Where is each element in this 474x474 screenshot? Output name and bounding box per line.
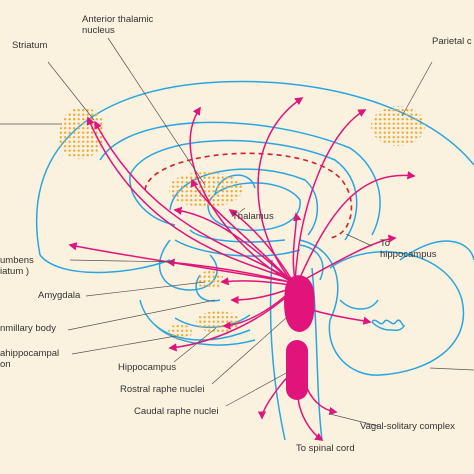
- projection-arrows: [68, 97, 416, 441]
- label-anterior-thalamic-line1: Anterior thalamic: [82, 14, 154, 25]
- leader-anterior-thalamic: [107, 37, 206, 186]
- label-mammillary-body: nmillary body: [0, 323, 56, 334]
- dashed-projection-arc: [144, 152, 353, 239]
- label-caudal-raphe-nuclei: Caudal raphe nuclei: [134, 406, 219, 417]
- brainstem-back: [311, 267, 323, 441]
- projection-to-parietal: [297, 171, 416, 283]
- rostral-raphe-nucleus: [284, 275, 315, 332]
- projection-to-vagal: [303, 379, 338, 416]
- leader-cerebellum: [429, 367, 474, 371]
- label-accumbens-line2: iatum ): [0, 266, 30, 277]
- leader-parahippocampal: [71, 335, 177, 355]
- projection-to-mammillary: [230, 287, 293, 305]
- label-striatum: Striatum: [12, 40, 48, 51]
- parahippocampal-nucleus: [168, 324, 192, 340]
- projection-to-thalamus: [228, 209, 293, 281]
- projection-to-basal-forebrain: [166, 258, 291, 283]
- nuclei: [58, 106, 425, 340]
- projection-to-hippocampal-formation: [222, 289, 293, 330]
- leader-hippocampus: [173, 327, 217, 363]
- projection-to-amygdala: [220, 277, 291, 286]
- leader-accumbens: [69, 259, 176, 263]
- label-to-hippocampus: To hippocampus: [380, 238, 437, 260]
- leader-vagal: [329, 413, 379, 427]
- label-parahippocampal-line2: on: [0, 359, 11, 370]
- corpus-callosum-lower: [129, 139, 358, 241]
- label-nucleus-accumbens: umbens iatum ): [0, 255, 34, 277]
- projection-to-striatum: [86, 116, 293, 281]
- label-parahippocampal-region: ahippocampal on: [0, 348, 59, 370]
- brainstem-pons: [299, 239, 339, 321]
- cerebellum-outline: [328, 250, 465, 376]
- parietal-cortex-nucleus: [371, 106, 425, 146]
- label-to-hippocampus-line1: To: [380, 238, 391, 249]
- diencephalon-base: [174, 239, 301, 257]
- anterior-thalamic-nucleus-region: [169, 172, 243, 208]
- leader-thalamus: [239, 207, 246, 213]
- label-anterior-thalamic-nucleus: Anterior thalamic nucleus: [82, 14, 153, 36]
- label-parietal-cortex: Parietal c: [432, 36, 472, 47]
- leader-mammillary: [67, 299, 216, 331]
- parahippocampal-curve: [154, 324, 256, 346]
- leader-parietal: [401, 61, 433, 117]
- leader-rostral-raphe: [211, 317, 287, 385]
- projection-to-septum: [173, 206, 291, 281]
- brainstem-front: [269, 259, 286, 441]
- caudal-raphe-nucleus: [286, 340, 308, 400]
- projection-to-anterior-thalamic: [190, 178, 291, 281]
- striatum-nucleus: [58, 107, 105, 160]
- label-to-hippocampus-line2: hippocampus: [380, 249, 437, 260]
- label-hippocampus: Hippocampus: [118, 362, 177, 373]
- projection-to-spinal-cord: [297, 397, 324, 441]
- corpus-callosum-genu: [129, 174, 176, 226]
- fourth-ventricle: [339, 299, 379, 310]
- label-rostral-raphe-nuclei: Rostral raphe nuclei: [120, 384, 205, 395]
- corpus-callosum-upper: [99, 121, 381, 236]
- label-thalamus: Thalamus: [232, 211, 274, 222]
- label-to-spinal-cord: To spinal cord: [296, 443, 355, 454]
- leader-amygdala: [85, 281, 206, 297]
- leader-to-hippocampus: [345, 233, 373, 247]
- cortex-outline: [35, 80, 474, 256]
- label-parahippocampal-line1: ahippocampal: [0, 348, 60, 359]
- amygdala-nucleus: [196, 271, 224, 289]
- leader-lines: [0, 37, 474, 427]
- projection-to-hippocampus: [299, 234, 397, 283]
- leader-striatum: [47, 61, 95, 121]
- leader-caudal-raphe: [225, 371, 289, 407]
- projection-to-brainstem-left: [257, 371, 293, 420]
- projection-to-cerebellum: [311, 309, 372, 325]
- midbrain-tectum: [299, 244, 324, 281]
- projection-to-cortex-top-right: [294, 109, 367, 283]
- cortex-lower-outline: [39, 254, 171, 274]
- label-vagal-solitary-complex: Vagal-solitary complex: [360, 421, 455, 432]
- projection-to-cortex-top: [257, 97, 304, 283]
- occipital-outline: [399, 240, 474, 261]
- projection-to-thalamus-right: [292, 212, 302, 281]
- anterior-commissure: [189, 229, 286, 243]
- label-amygdala: Amygdala: [38, 290, 81, 301]
- projection-to-parahippocampal: [168, 291, 293, 352]
- label-accumbens-line1: umbens: [0, 255, 34, 266]
- label-anterior-thalamic-line2: nucleus: [82, 25, 115, 36]
- cerebellar-folia: [371, 319, 406, 332]
- raphe-nuclei: [284, 275, 315, 400]
